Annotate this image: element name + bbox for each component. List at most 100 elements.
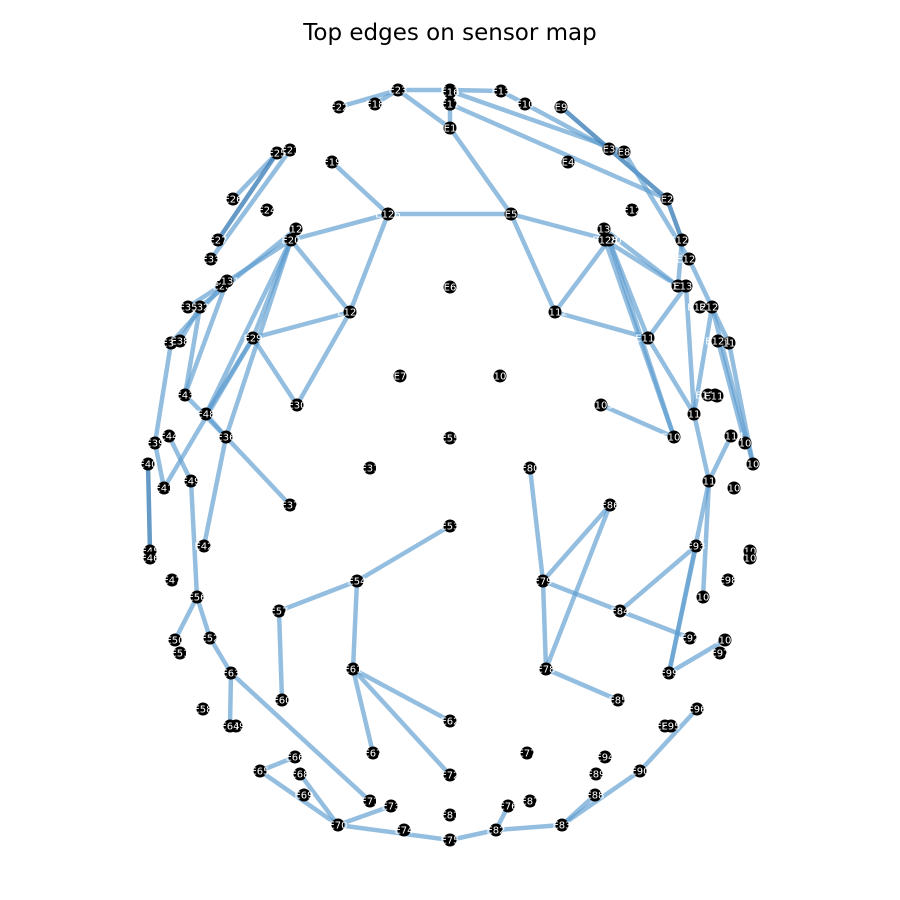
sensor-dot [660, 192, 674, 206]
sensor-node-E130: E130 [591, 222, 617, 236]
sensor-dot [675, 233, 689, 247]
sensor-dot [284, 233, 298, 247]
sensor-label: E73 [381, 802, 400, 813]
sensor-label: E88 [585, 791, 604, 802]
sensor-label: E110 [696, 477, 721, 488]
sensor-node-E79: E79 [533, 574, 553, 588]
sensor-node-E80: E80 [520, 461, 540, 475]
sensor-node-E16: E16 [440, 85, 460, 99]
sensor-label: E98 [718, 576, 737, 587]
sensor-node-E47: E47 [162, 573, 182, 587]
edge-E79-E78 [540, 580, 549, 670]
edge-E99-E100 [667, 638, 727, 675]
sensor-node-E7: E7 [393, 369, 407, 383]
sensor-dot [181, 300, 195, 314]
sensor-dot [523, 794, 537, 808]
sensor-dot [246, 331, 260, 345]
sensor-label: E76 [498, 802, 517, 813]
sensor-dot [682, 252, 696, 266]
sensor-node-E19: E19 [322, 155, 342, 169]
sensor-node-E29: E29 [243, 331, 263, 345]
sensor-dot [391, 83, 405, 97]
sensor-node-E127: E127 [337, 305, 363, 319]
sensor-label: E26 [223, 195, 242, 206]
sensor-node-E132: E132 [673, 279, 699, 293]
sensor-node-E46: E46 [140, 551, 160, 565]
sensor-node-E92: E92 [680, 631, 700, 645]
sensor-node-E95: E95 [661, 719, 681, 733]
sensor-label: E33 [201, 255, 220, 266]
sensor-node-E43: E43 [175, 388, 195, 402]
edge-E14-E8 [449, 88, 625, 155]
sensor-label: E28 [212, 282, 231, 293]
edge-E75-E82 [449, 827, 497, 843]
sensor-node-E42: E42 [194, 539, 214, 553]
sensor-node-E125: E125 [699, 300, 725, 314]
sensor-node-E12: E12 [622, 203, 642, 217]
sensor-node-E31: E31 [360, 461, 380, 475]
sensor-dot [162, 429, 176, 443]
sensor-node-E83: E83 [552, 818, 572, 832]
sensor-label: E82 [486, 826, 505, 837]
sensor-node-E50: E50 [165, 633, 185, 647]
sensor-node-E58: E58 [193, 702, 213, 716]
sensor-label: E18 [365, 100, 384, 111]
sensor-dot [226, 192, 240, 206]
sensor-label: E119 [665, 282, 690, 293]
sensor-dot [325, 155, 339, 169]
sensor-node-E32: E32 [190, 300, 210, 314]
sensor-label: E62 [440, 717, 459, 728]
edge-E126-E20 [290, 211, 389, 243]
edge-E49-E56 [188, 480, 200, 598]
edge-E53-E54 [355, 524, 452, 583]
sensor-node-E53: E53 [440, 519, 460, 533]
sensor-dot [270, 146, 284, 160]
sensor-dot [363, 794, 377, 808]
sensor-label: E35 [178, 303, 197, 314]
sensor-label: E48 [196, 410, 215, 421]
sensor-dot [555, 818, 569, 832]
edge-E61-E67 [350, 668, 376, 754]
sensor-label: E12 [622, 206, 641, 217]
sensor-dot [588, 788, 602, 802]
sensor-label: E130 [591, 225, 616, 236]
sensor-node-E75: E75 [440, 833, 460, 847]
sensor-node-E103: E103 [737, 551, 763, 565]
edge-E113-E110 [691, 413, 712, 482]
sensor-node-E66: E66 [285, 750, 305, 764]
sensor-dot [168, 633, 182, 647]
sensor-dot [443, 431, 457, 445]
sensor-dot [141, 457, 155, 471]
sensor-node-E61: E61 [343, 662, 363, 676]
sensor-node-E70: E70 [328, 818, 348, 832]
edge-E78-E85 [545, 666, 619, 703]
sensor-node-E105: E105 [588, 398, 614, 412]
sensor-dot [687, 407, 701, 421]
sensor-label: E10 [515, 100, 534, 111]
sensor-node-E76: E76 [498, 799, 518, 813]
sensor-label: E129 [283, 225, 308, 236]
sensor-dot [589, 767, 603, 781]
sensor-label: E116 [695, 391, 720, 402]
sensor-dot [253, 764, 267, 778]
sensor-node-E26: E26 [223, 192, 243, 206]
edge-E112-E111 [554, 309, 649, 341]
edge-E110-E114 [706, 435, 734, 482]
sensor-node-E36: E36 [216, 430, 236, 444]
edge-E63-E64 [227, 672, 234, 727]
sensor-label: E85 [608, 696, 627, 707]
sensor-label: E17 [440, 100, 459, 111]
edge-E56-E52 [194, 596, 213, 639]
sensor-dot [711, 334, 725, 348]
sensor-node-E128: E128 [592, 233, 618, 247]
sensor-dot [443, 768, 457, 782]
sensor-dot [293, 767, 307, 781]
sensor-label: E51 [170, 649, 189, 660]
edge-E57-E60 [276, 610, 285, 701]
sensor-node-E18: E18 [365, 97, 385, 111]
sensor-label: E20 [281, 236, 300, 247]
edge-E129-E48 [203, 228, 299, 415]
sensor-label: E58 [193, 705, 212, 716]
edge-E44-E49 [166, 435, 194, 482]
sensor-node-E20: E20 [281, 233, 301, 247]
